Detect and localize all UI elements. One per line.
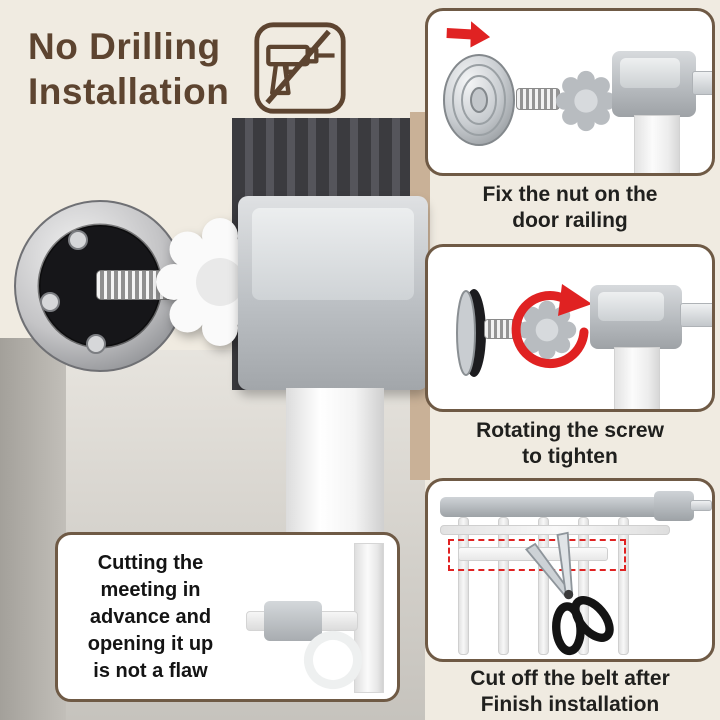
gate-horizontal-bar [440, 525, 670, 535]
note-line: advance and [89, 606, 212, 628]
red-rotation-arrow-icon [511, 284, 592, 368]
caption-line: Finish installation [480, 692, 660, 716]
note-panel: Cutting the meeting in advance and openi… [55, 532, 400, 702]
caption-line: Cut off the belt after [470, 667, 670, 690]
bracket-housing [612, 51, 696, 117]
gate-vertical-bar [498, 517, 509, 655]
title-line-1: No Drilling [28, 26, 221, 67]
white-post [634, 115, 680, 173]
scissors-icon [524, 531, 614, 656]
gate-top-bar [440, 497, 676, 517]
disc-screw-dot [86, 334, 106, 354]
gray-tension-knob [555, 70, 617, 132]
white-post [614, 347, 660, 409]
note-line: is not a flaw [93, 660, 208, 682]
bracket-inner-panel [598, 292, 665, 322]
step-panel-cut-belt [425, 478, 715, 662]
caption-line: to tighten [522, 444, 618, 468]
note-line: opening it up [87, 633, 214, 655]
bracket-rod [680, 303, 712, 327]
tension-screw [690, 500, 712, 511]
caption-line: door railing [512, 208, 628, 232]
bracket-inner-panel [252, 208, 414, 300]
caption-line: Rotating the screw [476, 419, 664, 442]
gray-tension-knob [517, 300, 577, 360]
belt-highlight-dashed-box [448, 539, 626, 571]
red-arrow-right-icon [446, 21, 491, 48]
bracket-housing [590, 285, 682, 349]
disc-screw-dot [68, 230, 88, 250]
caption-rotate-screw: Rotating the screw to tighten [420, 418, 720, 469]
bracket-rod [692, 71, 712, 95]
caption-fix-nut: Fix the nut on the door railing [420, 182, 720, 233]
gate-vertical-bar [578, 517, 589, 655]
nut-disc [443, 54, 515, 146]
step-panel-fix-nut [425, 8, 715, 176]
note-line: Cutting the [97, 552, 204, 574]
note-text: Cutting the meeting in advance and openi… [68, 550, 233, 685]
tensioner-block [654, 491, 694, 521]
step-panel-rotate-screw [425, 244, 715, 412]
bracket-inner-panel [620, 58, 681, 89]
disc-screw-dot [40, 292, 60, 312]
no-drilling-icon [254, 22, 346, 114]
nut-disc-side [456, 289, 486, 377]
caption-cut-belt: Cut off the belt after Finish installati… [420, 666, 720, 717]
gray-clamp-photo [264, 601, 322, 641]
caption-line: Fix the nut on the [482, 183, 658, 206]
gate-vertical-bar [618, 517, 629, 655]
gate-bracket-housing [238, 196, 428, 390]
page-title: No Drilling Installation [28, 24, 229, 114]
white-gate-post-photo [354, 543, 384, 693]
note-line: meeting in [100, 579, 201, 601]
gate-vertical-bar [538, 517, 549, 655]
gate-vertical-bar [458, 517, 469, 655]
title-line-2: Installation [28, 71, 230, 113]
